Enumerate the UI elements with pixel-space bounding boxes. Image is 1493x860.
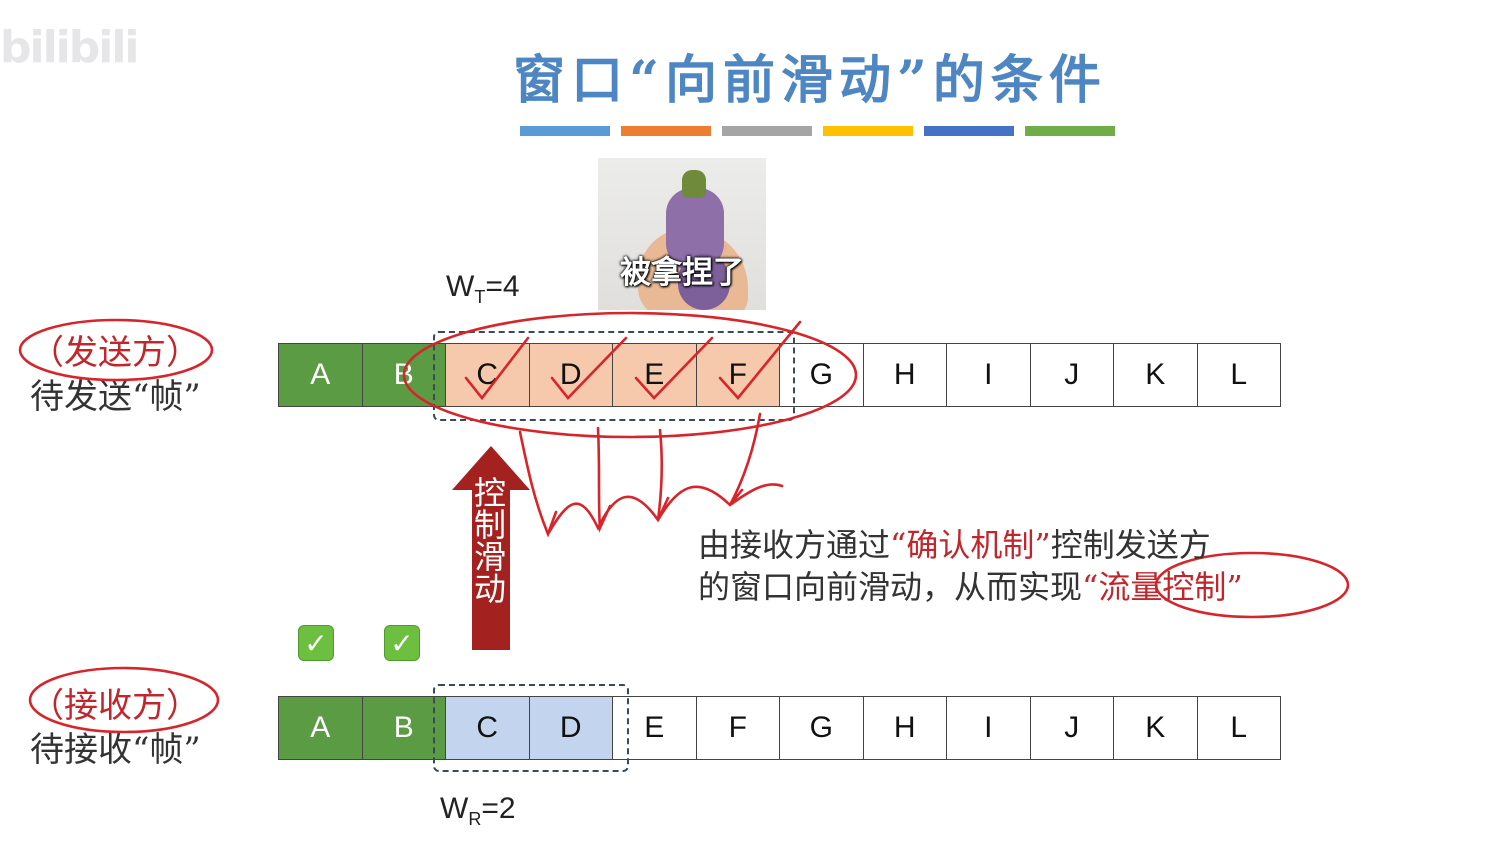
sender-frame-cell: I (946, 343, 1031, 407)
receiver-frame-cell: E (612, 696, 697, 760)
ack-connect-stroke (546, 483, 784, 536)
sender-frame-cell: L (1196, 343, 1281, 407)
flow-control-circle (1154, 551, 1350, 619)
receiver-frame-cell: A (278, 696, 363, 760)
check-stroke-d (550, 336, 628, 400)
meme-image: 被拿捏了 (598, 158, 766, 310)
ack-check-icon-a: ✓ (298, 625, 334, 661)
receiver-frame-cell: J (1029, 696, 1114, 760)
check-stroke-c (464, 336, 530, 401)
receiver-window-frame (433, 684, 629, 772)
page-title: 窗口“向前滑动”的条件 (513, 50, 1107, 111)
receiver-frame-cell: I (946, 696, 1031, 760)
check-stroke-f (718, 320, 802, 400)
sender-role: （发送方） (30, 333, 200, 373)
sender-pending-frames-label: 待发送“帧” (30, 377, 201, 417)
sender-frame-cell: J (1029, 343, 1114, 407)
sender-window-circle (402, 311, 858, 439)
receiver-window-size-label: WR=2 (440, 792, 516, 829)
title-stripe (1025, 126, 1115, 136)
eggplant-stem-shape (682, 170, 706, 198)
sender-side-label: （发送方） 待发送“帧” (30, 331, 201, 419)
receiver-frame-cell: K (1113, 696, 1198, 760)
ack-arrow-stroke-1 (518, 430, 558, 538)
receiver-frame-cell: C (445, 696, 530, 760)
receiver-frame-cell: L (1196, 696, 1281, 760)
check-stroke-e (634, 336, 714, 400)
sender-role-circle (18, 318, 214, 382)
title-stripe (520, 126, 610, 136)
meme-caption: 被拿捏了 (620, 255, 744, 291)
control-arrow-shape (452, 446, 530, 650)
ack-check-icon-b: ✓ (384, 625, 420, 661)
receiver-pending-frames-label: 待接收“帧” (30, 730, 201, 770)
receiver-role-circle (28, 666, 220, 734)
note-line-2: 的窗口向前滑动，从而实现“流量控制” (698, 568, 1243, 606)
title-stripe (823, 126, 913, 136)
receiver-frame-cell: G (779, 696, 864, 760)
sender-frame-cell: A (278, 343, 363, 407)
receiver-frame-cell: H (862, 696, 947, 760)
title-stripe (924, 126, 1014, 136)
eggplant-body-shape (678, 254, 730, 310)
sender-window-size-label: WT=4 (446, 270, 520, 307)
title-color-stripes (520, 126, 1126, 136)
sender-frame-cell: H (862, 343, 947, 407)
control-slide-label: 控制滑动 (469, 476, 507, 604)
sender-window-frame (433, 331, 795, 421)
explanation-note: 由接收方通过“确认机制”控制发送方 的窗口向前滑动，从而实现“流量控制” (698, 524, 1243, 608)
note-line-1: 由接收方通过“确认机制”控制发送方 (698, 526, 1211, 564)
title-stripe (722, 126, 812, 136)
ack-arrow-stroke-2 (596, 426, 612, 534)
receiver-frame-cell: F (695, 696, 780, 760)
receiver-role: （接收方） (30, 686, 200, 726)
receiver-frame-cell: B (361, 696, 446, 760)
bilibili-watermark: bilibili (0, 22, 139, 73)
title-stripe (621, 126, 711, 136)
receiver-side-label: （接收方） 待接收“帧” (30, 684, 201, 772)
